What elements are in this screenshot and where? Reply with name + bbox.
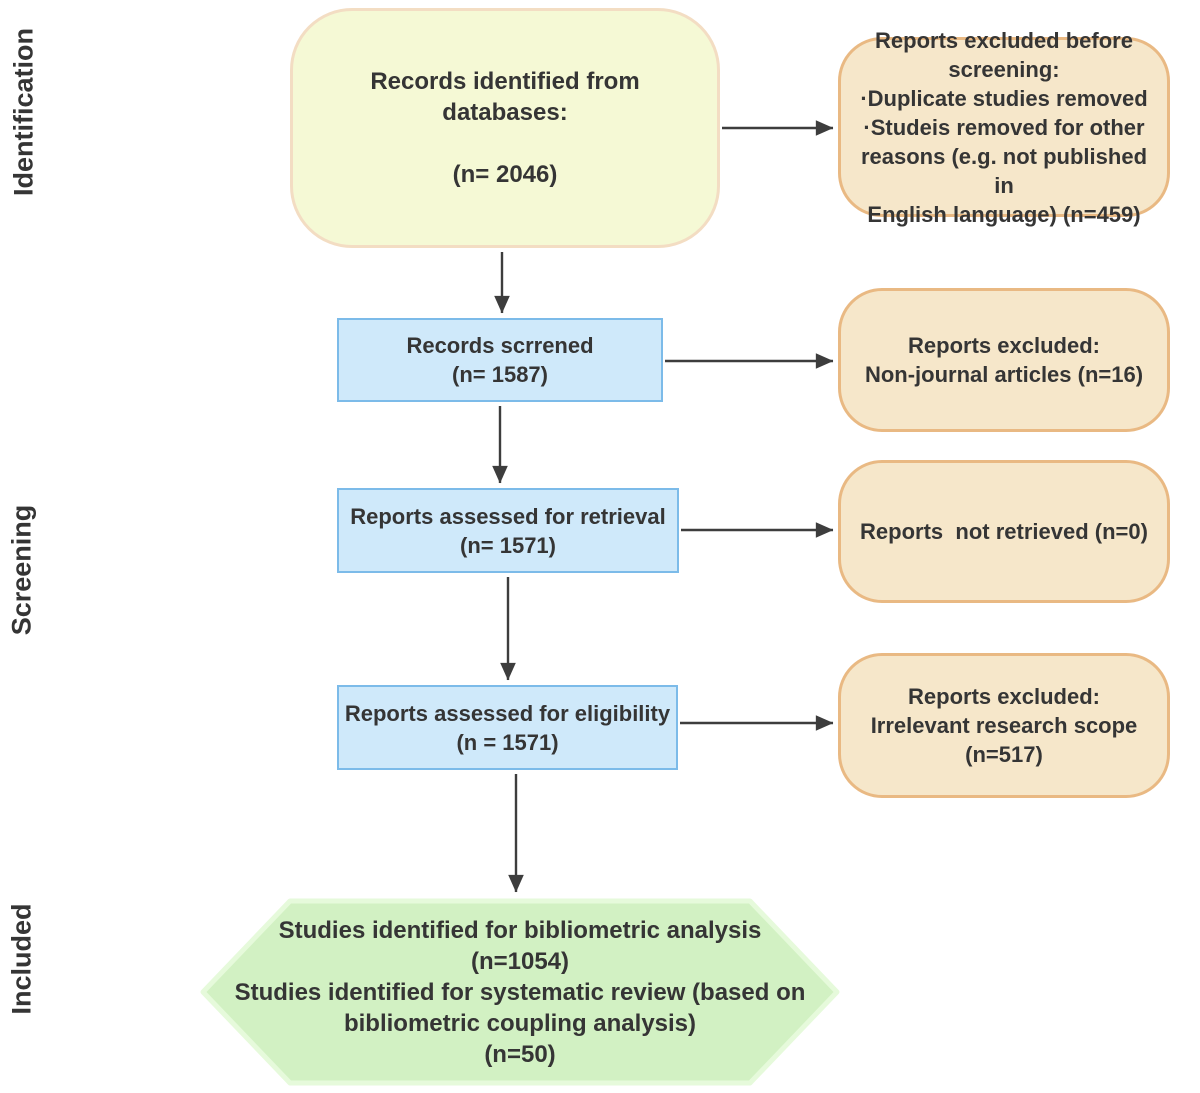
box-line [502, 128, 509, 159]
box-line: (n= 2046) [452, 161, 558, 188]
stage-label-identification: Identification [8, 28, 39, 196]
box-line: Non-journal articles (n=16) [864, 362, 1144, 387]
box-line: (n= 1587) [452, 362, 548, 387]
box-line: ·Studeis removed for other [863, 114, 1145, 140]
box-line: English language) (n=459) [867, 201, 1141, 227]
box-reports-assessed-eligibility: Reports assessed for eligibility (n = 15… [337, 685, 678, 770]
box-reports-excluded-scope: Reports excluded: Irrelevant research sc… [838, 653, 1170, 798]
box-line: (n = 1571) [456, 729, 559, 755]
box-line: screening: [948, 56, 1060, 82]
hexagon-outline [200, 898, 840, 1086]
box-line: bibliometric coupling analysis) [343, 1009, 697, 1037]
box-line: Studies identified for systematic review… [234, 978, 806, 1006]
box-line: Reports excluded before [875, 27, 1133, 53]
box-line: Records scrrened [406, 333, 594, 358]
box-line: Reports not retrieved (n=0) [860, 519, 1148, 544]
box-reports-not-retrieved: Reports not retrieved (n=0) [838, 460, 1170, 603]
box-line: Reports assessed for eligibility [344, 700, 671, 726]
box-reports-excluded-nonjournal: Reports excluded: Non-journal articles (… [838, 288, 1170, 432]
box-line: (n=1054) [470, 947, 570, 975]
box-line: Reports assessed for retrieval [350, 503, 666, 529]
box-line: databases: [442, 99, 568, 126]
hexagon-shape [200, 898, 840, 1086]
box-records-identified: Records identified from databases: (n= 2… [290, 8, 720, 248]
box-line: Reports excluded: [908, 684, 1100, 709]
box-line: (n=50) [484, 1040, 556, 1068]
box-line: (n=517) [965, 742, 1043, 767]
box-line: ·Duplicate studies removed [860, 85, 1148, 111]
box-reports-excluded-before-screening: Reports excluded before screening: ·Dupl… [838, 28, 1170, 227]
box-line: Irrelevant research scope [870, 713, 1138, 738]
box-line: Reports excluded: [908, 333, 1100, 358]
box-records-screened: Records scrrened (n= 1587) [337, 318, 663, 402]
stage-label-screening: Screening [6, 504, 37, 636]
box-line: (n= 1571) [460, 532, 556, 558]
stage-label-included: Included [6, 903, 37, 1015]
box-reports-assessed-retrieval: Reports assessed for retrieval (n= 1571) [337, 488, 679, 573]
box-studies-included: Studies identified for bibliometric anal… [200, 896, 840, 1088]
box-line: Studies identified for bibliometric anal… [278, 916, 762, 944]
box-line: Records identified from [370, 68, 640, 95]
box-line: reasons (e.g. not published in [860, 143, 1154, 198]
